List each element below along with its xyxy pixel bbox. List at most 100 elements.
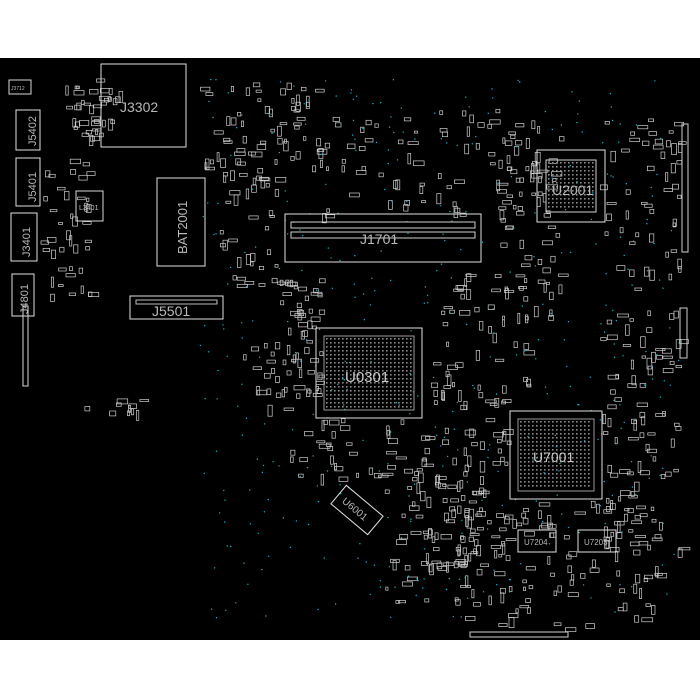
bga-ball bbox=[402, 366, 404, 368]
smd-pad bbox=[460, 293, 465, 300]
bga-ball bbox=[326, 398, 328, 400]
smd-pad bbox=[373, 473, 382, 479]
smd-pad bbox=[84, 406, 91, 412]
bga-ball bbox=[540, 429, 542, 431]
bga-ball bbox=[588, 178, 590, 180]
bga-ball bbox=[576, 194, 578, 196]
via-dot bbox=[268, 555, 270, 557]
bga-ball bbox=[394, 402, 396, 404]
smd-pad bbox=[205, 158, 210, 170]
connector-right-edge-top bbox=[681, 123, 689, 253]
bga-ball bbox=[556, 445, 558, 447]
smd-pad bbox=[339, 425, 351, 431]
via-dot bbox=[645, 350, 647, 353]
bga-ball bbox=[548, 461, 550, 463]
smd-pad bbox=[638, 541, 649, 546]
via-dot bbox=[662, 522, 664, 524]
smd-pad bbox=[48, 173, 56, 178]
via-dot bbox=[379, 580, 382, 582]
bga-ball bbox=[568, 170, 570, 172]
smd-pad bbox=[425, 436, 436, 441]
smd-pad bbox=[268, 210, 274, 217]
smd-pad bbox=[605, 506, 611, 513]
bga-ball bbox=[560, 453, 562, 455]
bga-ball bbox=[366, 370, 368, 372]
smd-pad bbox=[433, 400, 438, 405]
via-dot bbox=[542, 283, 545, 285]
smd-pad bbox=[42, 248, 50, 252]
via-dot bbox=[375, 141, 378, 144]
via-dot bbox=[623, 421, 625, 424]
via-dot bbox=[519, 81, 521, 83]
bga-ball bbox=[342, 398, 344, 400]
bga-ball bbox=[378, 362, 380, 364]
smd-pad bbox=[471, 490, 477, 495]
smd-pad bbox=[655, 566, 659, 578]
smd-pad bbox=[200, 86, 211, 92]
bga-ball bbox=[556, 449, 558, 451]
bga-ball bbox=[528, 429, 530, 431]
bga-ball bbox=[568, 433, 570, 435]
via-dot bbox=[660, 137, 662, 140]
smd-pad bbox=[502, 315, 505, 327]
smd-pad bbox=[651, 518, 657, 523]
bga-ball bbox=[580, 421, 582, 423]
via-dot bbox=[440, 445, 442, 447]
smd-pad bbox=[428, 564, 433, 573]
bga-ball bbox=[548, 170, 550, 172]
bga-ball bbox=[342, 354, 344, 356]
smd-pad bbox=[478, 507, 483, 513]
bga-ball bbox=[576, 485, 578, 487]
bga-ball bbox=[592, 206, 594, 208]
smd-pad bbox=[315, 381, 325, 385]
via-dot bbox=[351, 134, 354, 136]
smd-pad bbox=[476, 545, 481, 557]
smd-pad bbox=[639, 383, 647, 388]
smd-pad bbox=[469, 533, 480, 536]
smd-pad bbox=[617, 607, 624, 612]
smd-pad bbox=[430, 382, 439, 388]
smd-pad bbox=[446, 341, 450, 347]
bga-ball bbox=[346, 374, 348, 376]
bga-ball bbox=[568, 182, 570, 184]
smd-pad bbox=[526, 607, 531, 614]
bga-ball bbox=[532, 457, 534, 459]
bga-ball bbox=[524, 441, 526, 443]
smd-pad bbox=[551, 171, 563, 177]
smd-pad bbox=[524, 530, 535, 537]
smd-pad bbox=[69, 266, 73, 271]
smd-pad bbox=[330, 455, 334, 465]
smd-pad bbox=[317, 148, 325, 152]
bga-ball bbox=[520, 425, 522, 427]
smd-pad bbox=[308, 308, 313, 314]
smd-pad bbox=[436, 562, 443, 570]
bga-ball bbox=[366, 362, 368, 364]
smd-pad bbox=[252, 177, 257, 186]
bga-ball bbox=[536, 461, 538, 463]
smd-pad bbox=[452, 457, 457, 466]
smd-pad bbox=[478, 392, 484, 399]
bga-ball bbox=[402, 394, 404, 396]
bga-ball bbox=[552, 202, 554, 204]
smd-pad bbox=[490, 545, 502, 549]
bga-ball bbox=[524, 433, 526, 435]
bga-ball bbox=[584, 469, 586, 471]
smd-pad bbox=[425, 553, 429, 565]
bga-ball bbox=[584, 166, 586, 168]
smd-pad bbox=[244, 281, 255, 285]
bga-ball bbox=[588, 182, 590, 184]
smd-pad bbox=[633, 549, 641, 556]
bga-ball bbox=[398, 374, 400, 376]
via-dot bbox=[619, 123, 621, 125]
smd-pad bbox=[512, 204, 517, 210]
smd-pad bbox=[460, 535, 464, 540]
smd-pad bbox=[537, 510, 542, 519]
smd-pad bbox=[234, 151, 246, 156]
smd-pad bbox=[229, 190, 241, 196]
bga-ball bbox=[560, 477, 562, 479]
smd-pad bbox=[565, 627, 577, 632]
bga-ball bbox=[346, 378, 348, 380]
smd-pad bbox=[355, 170, 367, 175]
bga-ball bbox=[330, 350, 332, 352]
smd-pad bbox=[388, 200, 393, 210]
